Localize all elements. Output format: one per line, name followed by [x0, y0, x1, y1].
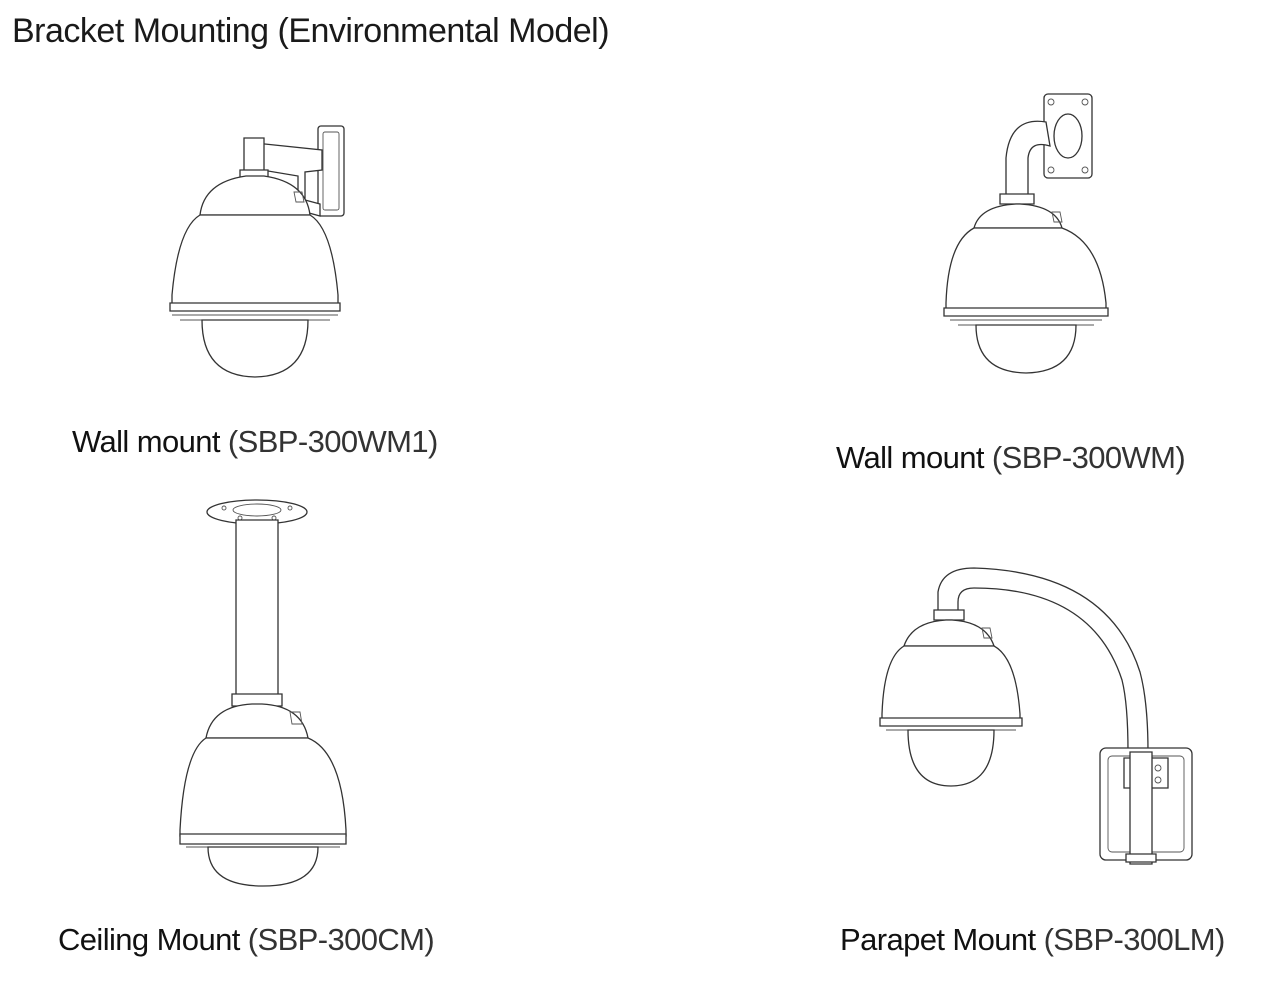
page-title: Bracket Mounting (Environmental Model) [12, 12, 610, 50]
figure-caption-wm1: Wall mount (SBP-300WM1) [72, 424, 438, 460]
figure-model: (SBP-300WM) [991, 440, 1186, 475]
figure-caption-cm: Ceiling Mount (SBP-300CM) [58, 922, 435, 958]
figure-name: Wall mount [72, 424, 221, 459]
wall-mount-wm-drawing [940, 88, 1110, 378]
figure-caption-lm: Parapet Mount (SBP-300LM) [840, 922, 1225, 958]
figure-model: (SBP-300LM) [1043, 922, 1226, 957]
ceiling-mount-drawing [176, 490, 356, 890]
figure-name: Wall mount [836, 440, 985, 475]
figure-model: (SBP-300CM) [247, 922, 435, 957]
figure-name: Parapet Mount [840, 922, 1036, 957]
parapet-mount-drawing [878, 562, 1208, 872]
figure-model: (SBP-300WM1) [227, 424, 438, 459]
wall-mount-wm1-drawing [160, 120, 360, 380]
figure-caption-wm: Wall mount (SBP-300WM) [836, 440, 1186, 476]
figure-name: Ceiling Mount [58, 922, 240, 957]
